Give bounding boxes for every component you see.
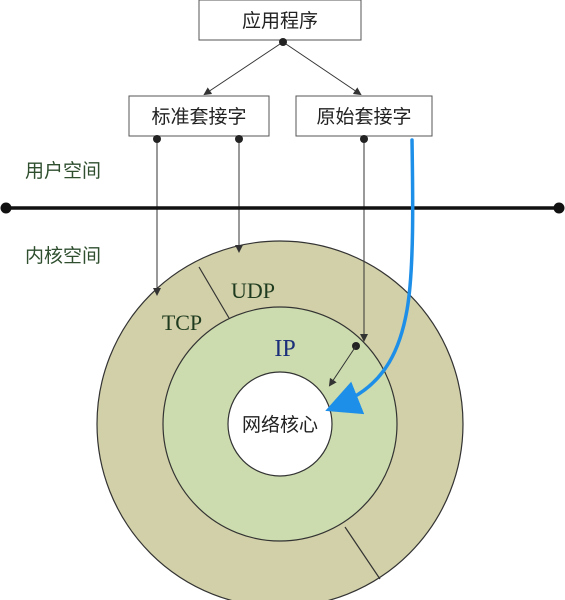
user-space-label: 用户空间: [25, 160, 101, 182]
ip-to-core-arrow: [328, 345, 357, 387]
application-box: [198, 0, 362, 41]
app-to-standard-arrow: [203, 41, 284, 96]
boundary-left-dot: [0, 202, 12, 214]
udp-tcp-divider: [198, 266, 230, 319]
raw-socket-box: [295, 95, 433, 137]
kernel-space-label: 内核空间: [25, 245, 101, 267]
ip-label: IP: [274, 336, 295, 362]
app-node-dot: [279, 38, 287, 46]
app-to-raw-arrow: [282, 41, 362, 96]
standard-socket-box: [128, 95, 270, 137]
network-core-circle: [227, 371, 333, 477]
network-core-label: 网络核心: [242, 414, 318, 436]
standard-udp-dot: [235, 135, 243, 143]
tcp-label: TCP: [162, 310, 202, 335]
boundary-right-dot: [553, 202, 565, 214]
standard-socket-label: 标准套接字: [151, 106, 246, 128]
standard-tcp-dot: [153, 135, 161, 143]
raw-ip-dot: [360, 135, 368, 143]
application-label: 应用程序: [242, 10, 318, 32]
udp-label: UDP: [231, 278, 275, 303]
raw-socket-label: 原始套接字: [316, 106, 411, 128]
bottom-divider: [344, 526, 381, 580]
raw-socket-bypass-arrow: [325, 138, 415, 415]
